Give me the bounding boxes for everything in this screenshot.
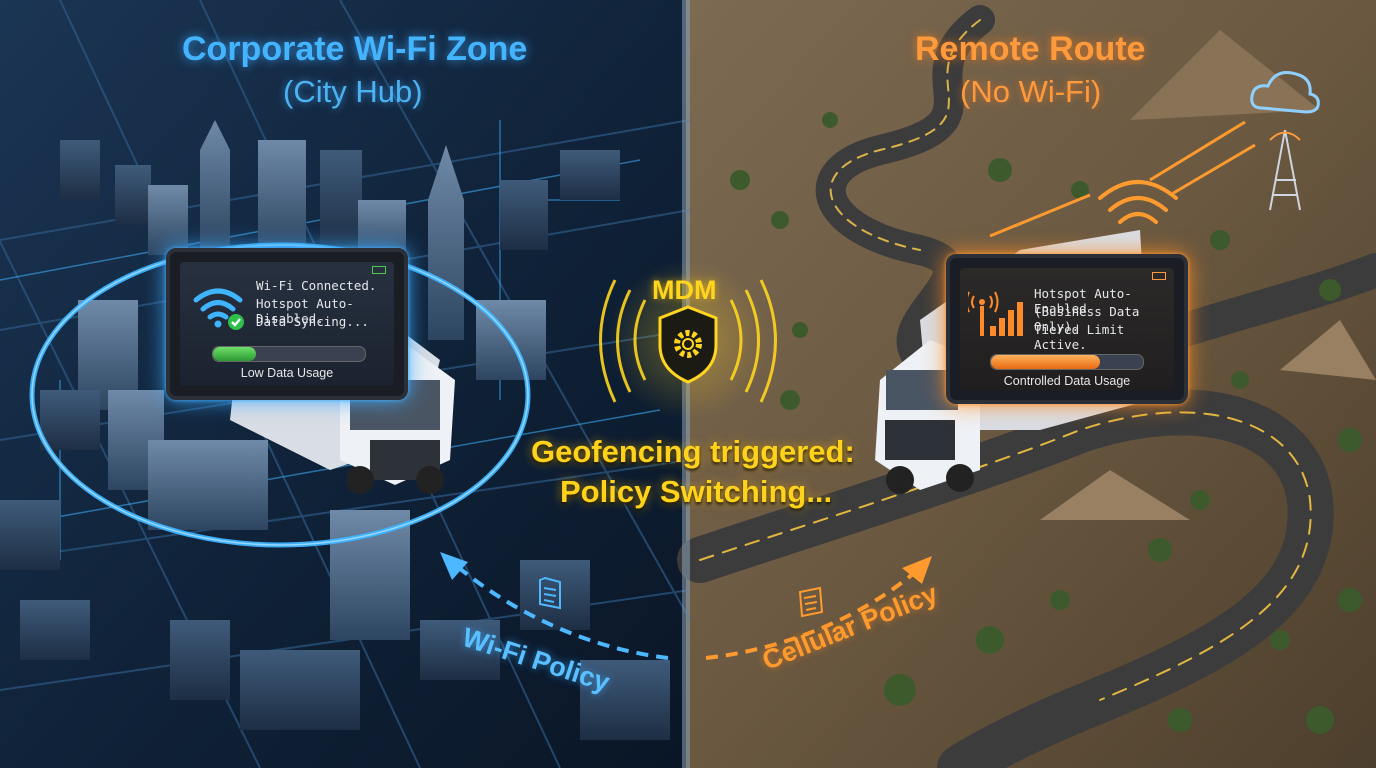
policy-switching-message: Policy Switching...: [560, 474, 833, 509]
cell-tower-icon: [1269, 129, 1301, 211]
city-status-line: Wi-Fi Connected.: [256, 278, 377, 293]
remote-status-line: Hotspot Auto-Enabled: [1034, 286, 1132, 316]
battery-icon: [1152, 272, 1166, 280]
remote-usage-label: Controlled Data Usage: [1003, 374, 1131, 388]
mdm-label: MDM: [652, 275, 717, 305]
remote-usage-bar: [990, 354, 1144, 370]
shield-gear-icon: [658, 305, 718, 384]
remote-zone-title: Remote Route: [915, 30, 1146, 68]
city-status-line: Data Syncing...: [256, 314, 369, 329]
remote-tablet: Hotspot Auto-Enabled (Business Data Only…: [946, 254, 1188, 404]
city-zone-subtitle: (City Hub): [283, 74, 423, 109]
wifi-policy-arrow: [450, 560, 669, 660]
desert-terrain: [1040, 30, 1376, 520]
desert-trees: [730, 112, 1362, 734]
cellular-signal-icon: [968, 291, 1023, 336]
city-usage-label: Low Data Usage: [240, 366, 334, 380]
city-tablet-screen: Wi-Fi Connected. Hotspot Auto-Disabled. …: [180, 262, 394, 386]
remote-status-line: Tiered Limit Active.: [1034, 322, 1125, 352]
document-icon: [798, 586, 824, 618]
mdm-signal-rings: [599, 279, 777, 403]
wifi-check-icon: [193, 288, 244, 330]
battery-icon: [372, 266, 386, 274]
remote-usage-fill: [991, 355, 1101, 369]
remote-status-line: (Business Data Only).: [1034, 304, 1140, 334]
remote-tablet-screen: Hotspot Auto-Enabled (Business Data Only…: [960, 268, 1174, 390]
cloud-icon: [1250, 71, 1320, 114]
city-usage-bar: [212, 346, 366, 362]
cellular-policy-arrow: [705, 566, 922, 660]
remote-zone-subtitle: (No Wi-Fi): [960, 74, 1102, 109]
data-upload-arrows: [989, 120, 1256, 238]
wifi-arrow-head: [440, 552, 468, 580]
city-usage-fill: [213, 347, 256, 361]
hotspot-wifi-icon: [1098, 180, 1178, 224]
geofencing-message: Geofencing triggered:: [531, 434, 855, 469]
city-status-line: Hotspot Auto-Disabled.: [256, 296, 354, 326]
city-tablet: Wi-Fi Connected. Hotspot Auto-Disabled. …: [166, 248, 408, 400]
city-zone-title: Corporate Wi-Fi Zone: [182, 30, 528, 68]
cellular-arrow-head: [902, 556, 932, 584]
document-icon: [539, 576, 561, 610]
